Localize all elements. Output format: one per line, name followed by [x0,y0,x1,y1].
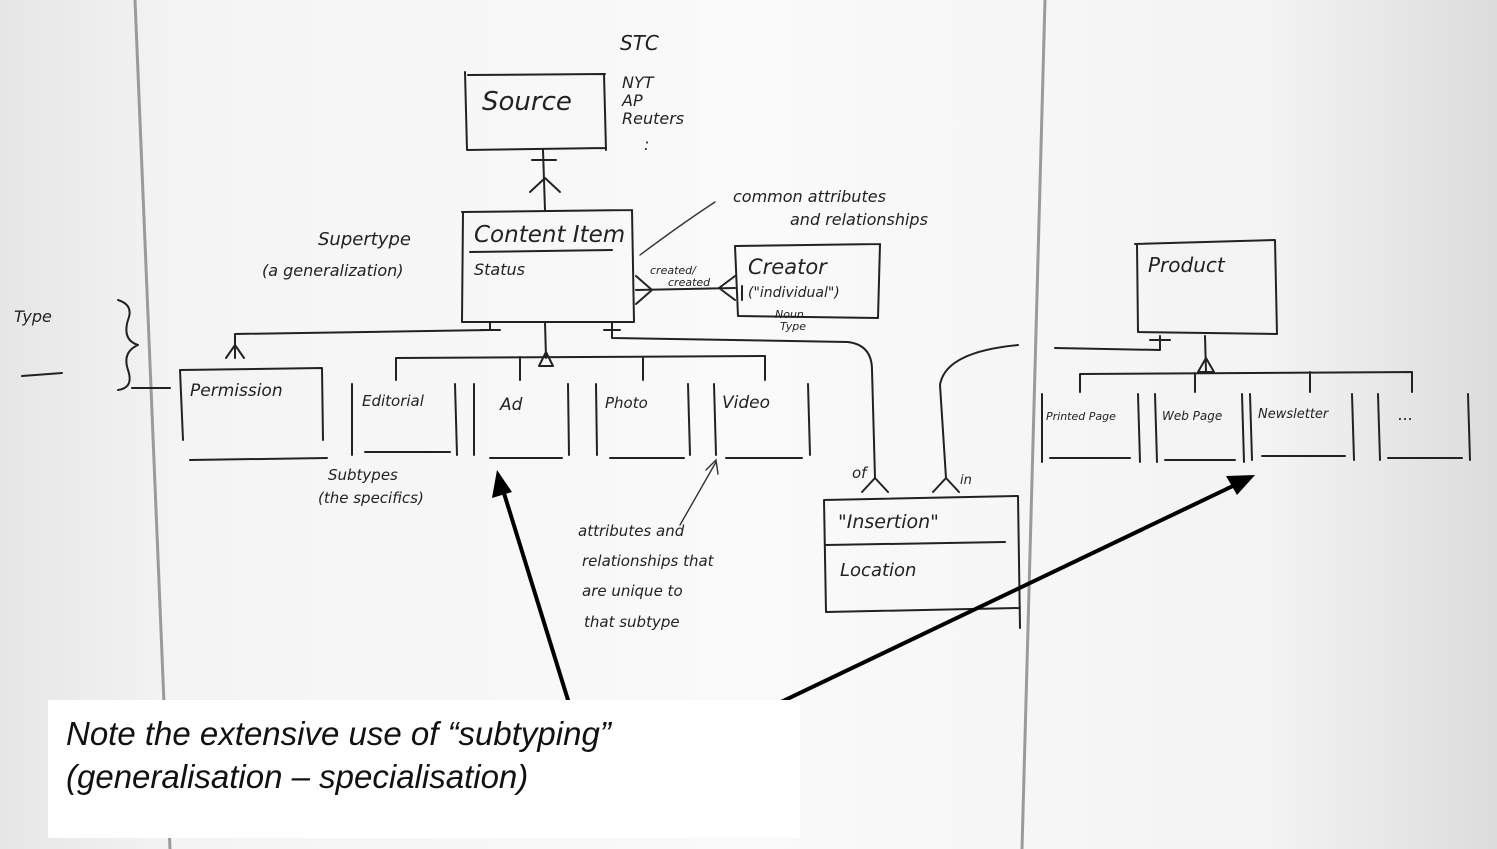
subtype-video: Video [713,383,811,459]
source-item-2: AP [621,91,643,110]
source-entity: Source NYT AP Reuters : [464,71,684,154]
insertion-attribute: Location [840,560,916,581]
caption-line-1: Note the extensive use of “subtyping” [66,715,611,752]
source-item-3: Reuters [622,109,684,128]
type-label: Type [14,307,52,326]
subtype-ad-label: Ad [499,395,523,415]
board-seam-right [1020,0,1047,849]
product-subtype-web-page-label: Web Page [1162,409,1222,423]
type-bracket [21,299,171,391]
product-title: Product [1148,253,1226,277]
product-subtype-newsletter-label: Newsletter [1258,407,1330,422]
insertion-of-label: of [852,464,869,482]
content-item-attribute: Status [474,260,525,279]
product-subtype-web-page: Web Page [1154,393,1245,463]
subtype-video-label: Video [722,393,770,413]
unique-note-2: relationships that [582,552,715,570]
subtype-editorial: Editorial [351,383,458,456]
subtype-photo: Photo [595,383,691,459]
subtype-ad: Ad [473,383,570,459]
unique-note-1: attributes and [578,522,685,540]
unique-note-pointer [679,458,719,526]
content-item-title: Content Item [474,222,625,248]
creator-entity: Creator ("individual") Noun Type [734,243,881,333]
product-subtype-printed-page: Printed Page [1041,393,1141,463]
source-item-4: : [644,135,649,154]
product-subtype-newsletter: Newsletter [1249,393,1355,461]
source-content-relationship [529,149,561,211]
permission-link [225,321,501,359]
common-note-1: common attributes [733,187,886,206]
creator-note-2: Type [780,320,806,333]
common-note-2: and relationships [790,210,928,229]
subtypes-note-2: (the specifics) [318,489,424,507]
subtype-editorial-label: Editorial [362,392,425,410]
supertype-note-2: (a generalization) [262,261,403,280]
subtype-permission: Permission [179,367,328,461]
supertype-note-1: Supertype [318,229,411,250]
caption-line-2: (generalisation – specialisation) [66,758,529,795]
common-note-pointer [639,201,716,256]
product-entity: Product [1134,239,1278,335]
creator-relationship [635,275,743,305]
subtype-photo-label: Photo [605,394,648,412]
unique-note-4: that subtype [584,613,680,631]
creator-title: Creator [748,255,828,279]
insertion-in-label: in [960,473,972,488]
creator-note-1: Noun [775,308,804,321]
relationship-label-2: created [668,276,711,289]
insertion-entity: of in "Insertion" Location [823,344,1021,629]
creator-sub: ("individual") [748,285,840,301]
caption-arrow-left [492,470,570,702]
unique-note-3: are unique to [582,582,683,600]
insertion-title: "Insertion" [838,511,939,533]
subtypes-note-1: Subtypes [328,466,398,484]
caption-box: Note the extensive use of “subtyping” (g… [48,700,800,838]
product-hierarchy [1054,335,1413,393]
caption-arrow-right [758,475,1255,714]
content-item-entity: Content Item Status [461,209,635,323]
content-insertion-link [603,321,876,479]
header-label: STC [620,31,659,55]
source-title: Source [482,87,572,117]
product-subtype-more: ... [1377,393,1471,461]
product-subtype-printed-page-label: Printed Page [1046,410,1116,423]
source-item-1: NYT [622,73,655,92]
subtype-hierarchy [395,321,766,381]
product-subtype-more-label: ... [1398,405,1413,424]
relationship-label-1: created/ [650,264,697,277]
subtype-permission-label: Permission [190,381,283,401]
